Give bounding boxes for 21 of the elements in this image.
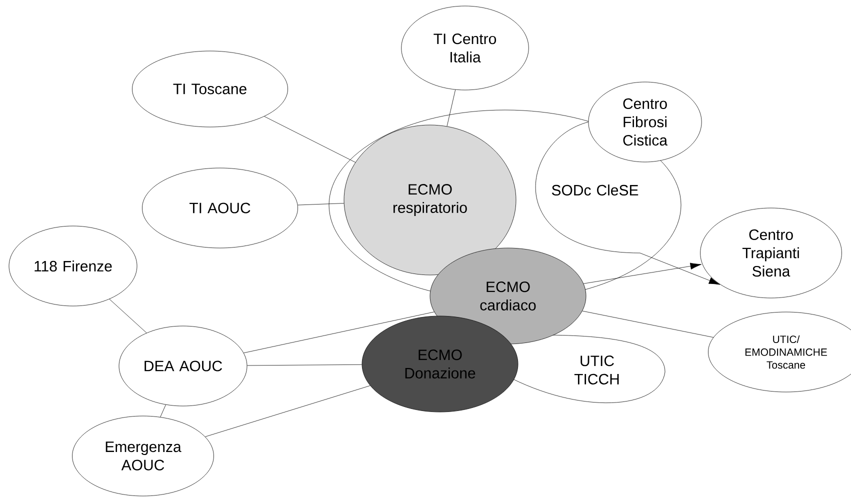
ellipse-node: ECMO respiratorio [344, 124, 516, 276]
ellipse-node: Centro Fibrosi Cistica [588, 82, 702, 162]
ellipse-node: TI Centro Italia [401, 6, 529, 90]
ellipse-node: ECMO Donazione [362, 316, 518, 412]
connector [160, 404, 166, 418]
ellipse-node: Emergenza AOUC [72, 416, 214, 496]
connector [582, 310, 714, 338]
connector [109, 298, 147, 334]
connector [244, 312, 434, 354]
ellipse-node: TI Toscane [132, 50, 288, 128]
connector [264, 116, 356, 163]
connector [446, 90, 456, 126]
ellipse-node: 118 Firenze [8, 226, 138, 306]
ellipse-node: TI AOUC [142, 168, 298, 248]
connector [298, 203, 344, 206]
ellipse-node: Centro Trapianti Siena [700, 208, 842, 298]
connector [583, 262, 702, 284]
connector [247, 364, 362, 366]
connector [536, 122, 720, 285]
connector [205, 385, 370, 437]
ellipse-node: DEA AOUC [118, 326, 248, 406]
